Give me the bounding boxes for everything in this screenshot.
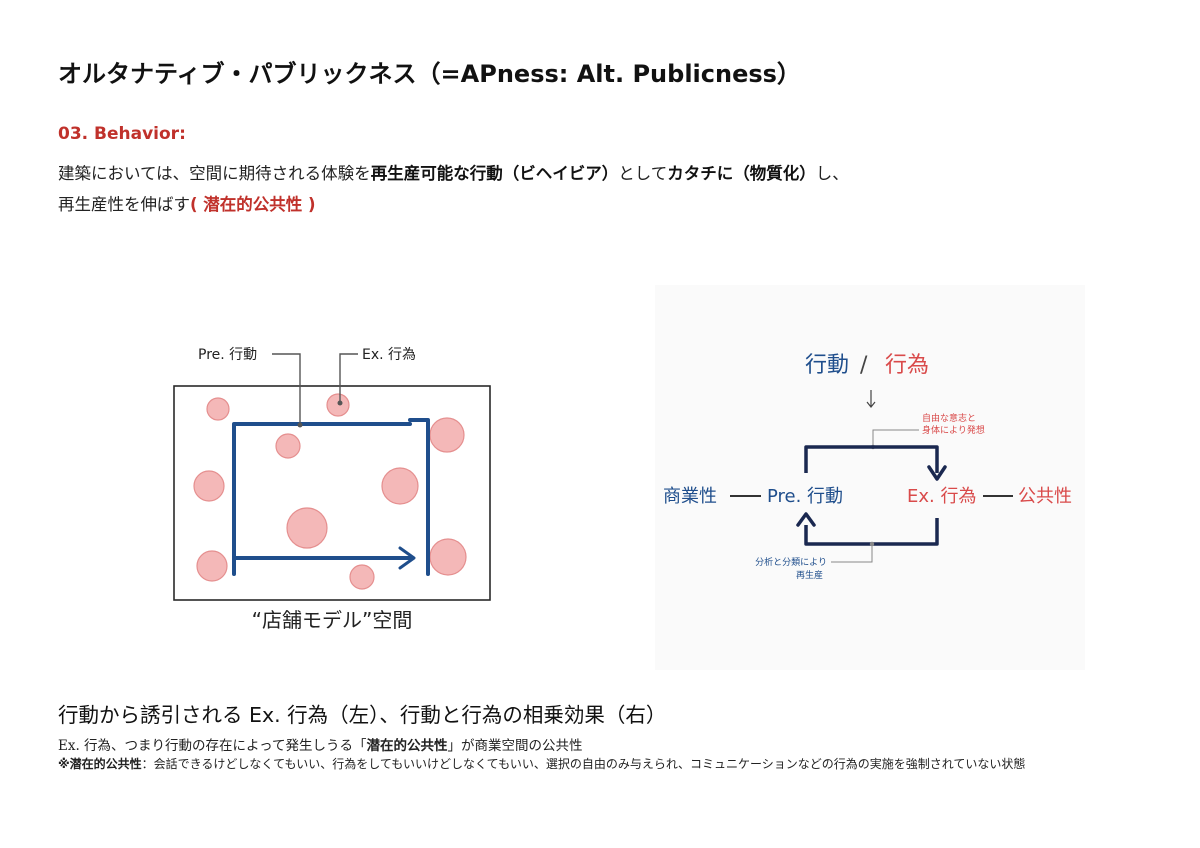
bottom-note-1: 分析と分類により [755, 556, 827, 568]
synergy-diagram: 行動 / 行為 自由な意志と 身体により発想 商業性 Pre. 行動 Ex. 行… [655, 285, 1085, 670]
ex-act-label: Ex. 行為 [362, 347, 416, 363]
pink-circle [196, 550, 228, 582]
title-action: 行動 [805, 353, 849, 378]
intro-text-1: 建築においては、空間に期待される体験を [58, 164, 371, 183]
intro-paragraph: 建築においては、空間に期待される体験を再生産可能な行動（ビヘイビア）としてカタチ… [58, 158, 849, 220]
pre-leader-line [272, 353, 301, 425]
diagram-background [655, 285, 1085, 670]
footnote-text: ：会話できるけどしなくてもいい、行為をしてもいいけどしなくてもいい、選択の自由の… [141, 757, 1026, 771]
caption-text-2: 」が商業空間の公共性 [447, 738, 583, 754]
section-heading: 03. Behavior: [58, 124, 186, 144]
ex-leader-dot [337, 400, 343, 406]
route-arrowhead-icon [398, 546, 416, 570]
top-note-1: 自由な意志と [922, 412, 976, 424]
intro-text-2: として [618, 164, 668, 183]
blue-route [232, 418, 430, 576]
page-title: オルタナティブ・パブリックネス（=APness: Alt. Publicness… [58, 60, 801, 88]
figure-caption-line: Ex. 行為、つまり行動の存在によって発生しうる「潜在的公共性」が商業空間の公共… [58, 734, 582, 754]
bottom-note-leader [831, 544, 873, 563]
footnote-bold: ※潜在的公共性 [58, 757, 142, 771]
pink-circle [381, 467, 419, 505]
caption-text-1: Ex. 行為、つまり行動の存在によって発生しうる「 [58, 738, 367, 754]
caption-bold-latent: 潜在的公共性 [366, 738, 448, 754]
title-separator: / [860, 353, 868, 378]
pink-circle [349, 564, 375, 590]
pre-action-label: Pre. 行動 [198, 347, 257, 363]
title-act: 行為 [885, 353, 929, 378]
intro-bold-materialize: カタチに（物質化） [667, 164, 816, 183]
figure-caption-title: 行動から誘引される Ex. 行為（左）、行動と行為の相乗効果（右） [58, 703, 667, 727]
ex-act-node: Ex. 行為 [907, 486, 976, 507]
top-loop [804, 445, 939, 473]
intro-red-latent-publicness: ( 潜在的公共性 ) [190, 195, 316, 214]
public-label: 公共性 [1018, 486, 1072, 507]
bottom-note-dot [869, 541, 875, 547]
pink-circle [275, 433, 301, 459]
footnote: ※潜在的公共性：会話できるけどしなくてもいい、行為をしてもいいけどしなくてもいい… [58, 754, 1148, 774]
intro-text-3: し、 [815, 164, 849, 183]
pre-leader-dot [297, 422, 303, 428]
ex-leader-line [339, 353, 358, 403]
top-note-leader [872, 429, 919, 447]
pink-circle [206, 397, 230, 421]
intro-bold-behavior: 再生産可能な行動（ビヘイビア） [370, 164, 619, 183]
pink-circles [193, 393, 467, 590]
store-model-diagram: Pre. 行動 Ex. 行為 “店舗モデル”空間 [173, 347, 491, 632]
down-arrow-icon [866, 390, 876, 408]
top-arrowhead-icon [927, 465, 947, 481]
bottom-note-2: 再生産 [796, 569, 823, 581]
store-model-caption: “店舗モデル”空間 [252, 608, 413, 632]
commerce-label: 商業性 [663, 486, 717, 507]
top-note-2: 身体により発想 [922, 424, 985, 436]
pink-circle [429, 538, 467, 576]
intro-text-4: 再生産性を伸ばす [58, 195, 190, 214]
pre-action-node: Pre. 行動 [767, 486, 843, 507]
pink-circle [193, 470, 225, 502]
pink-circle [429, 417, 465, 453]
pink-circle [326, 393, 350, 417]
bottom-arrowhead-icon [796, 512, 816, 527]
pink-circle [286, 507, 328, 549]
